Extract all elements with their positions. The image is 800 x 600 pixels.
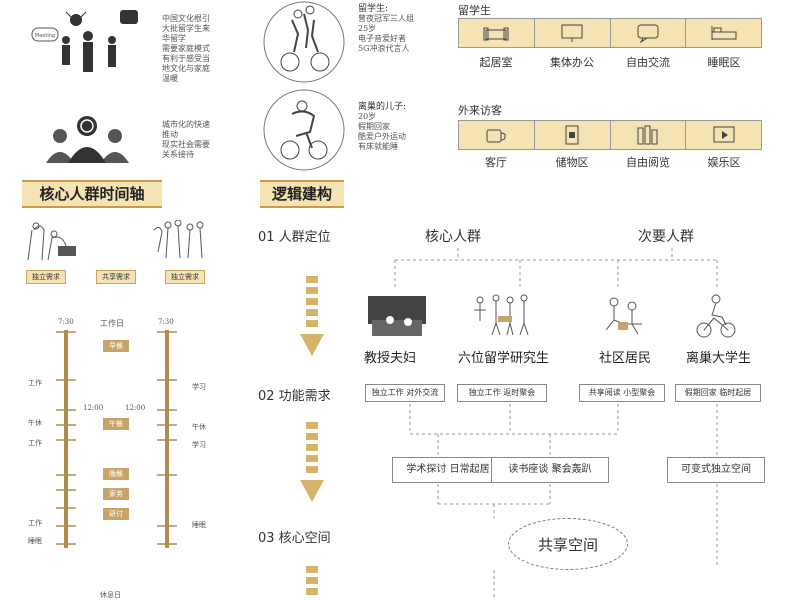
timeline-start-left: 7:30: [58, 318, 74, 326]
room-label: 客厅: [485, 156, 507, 169]
room-label: 自由阅览: [626, 156, 670, 169]
room-label: 集体办公: [550, 56, 594, 69]
timeline-restday: 休息日: [100, 591, 121, 599]
timeline-right-label: 学习: [192, 383, 206, 391]
need-tag: 独立需求: [165, 270, 205, 284]
storage-icon: [535, 121, 611, 149]
svg-text:Meeting: Meeting: [35, 33, 55, 39]
timeline-left-label: 午休: [28, 419, 42, 427]
coffee-cup-icon: [459, 121, 535, 149]
timeline-left-label: 睡眠: [28, 537, 42, 545]
professor-couple-sketch: [27, 222, 76, 261]
room-label: 自由交流: [626, 56, 670, 69]
space-box: 学术探讨 日常起居: [392, 457, 504, 483]
books-icon: [611, 121, 687, 149]
room-strip-students: [458, 18, 762, 48]
timeline-pill-lunch: 午餐: [103, 418, 129, 430]
timeline-noon-left: 12:00: [83, 404, 104, 412]
room-strip-visitors: [458, 120, 762, 150]
group-meeting-icon: [46, 116, 129, 163]
timeline-pill-breakfast: 早餐: [103, 340, 129, 352]
student-cycling-icon: [263, 1, 345, 83]
step-function-needs: 02 功能需求: [258, 389, 331, 404]
timeline-bar-right: [165, 330, 169, 548]
step-core-space: 03 核心空间: [258, 531, 331, 546]
person-label: 离巢大学生: [686, 351, 752, 366]
monitor-icon: [535, 19, 611, 47]
room-label: 睡眠区: [707, 56, 741, 69]
timeline-pill-dinner: 晚餐: [103, 468, 129, 480]
secondary-group-label: 次要人群: [638, 229, 694, 245]
timeline-right-label: 午休: [192, 423, 206, 431]
strip1-labels: 起居室 集体办公 自由交流 睡眠区: [458, 54, 762, 70]
college-student-illustration: [696, 294, 736, 338]
community-resident-illustration: [605, 297, 642, 335]
video-player-icon: [686, 121, 761, 149]
space-box: 可变式独立空间: [667, 457, 765, 483]
people-speech-icon: Meeting: [31, 10, 138, 72]
timeline-right-label: 学习: [192, 441, 206, 449]
need-box: 假期回家 临时起居: [675, 384, 761, 402]
room-label: 储物区: [555, 156, 589, 169]
need-box: 共享阅读 小型聚会: [579, 384, 665, 402]
shared-space-ellipse: 共享空间: [508, 518, 628, 570]
flow-arrow-down: [300, 276, 324, 356]
chat-bubble-icon: [611, 19, 687, 47]
need-box: 独立工作 对外交流: [365, 384, 445, 402]
timeline-ticks: [56, 331, 177, 545]
room-label: 起居室: [479, 56, 513, 69]
timeline-pill-chores: 家务: [103, 488, 129, 500]
core-timeline-title: 核心人群时间轴: [22, 180, 162, 208]
strip2-title: 外来访客: [458, 104, 502, 117]
space-box: 读书座谈 聚会轰趴: [491, 457, 609, 483]
son-cycling-icon: [263, 89, 345, 171]
strip1-title: 留学生: [458, 4, 491, 17]
person-label: 社区居民: [599, 351, 652, 366]
shared-space-label: 共享空间: [537, 535, 598, 554]
strip2-labels: 客厅 储物区 自由阅览 娱乐区: [458, 154, 762, 170]
logic-title: 逻辑建构: [260, 180, 344, 208]
core-group-label: 核心人群: [425, 229, 481, 245]
need-tag: 独立需求: [26, 270, 66, 284]
timeline-left-label: 工作: [28, 519, 42, 527]
timeline-start-right: 7:30: [158, 318, 174, 326]
timeline-left-label: 工作: [28, 379, 42, 387]
step-crowd-positioning: 01 人群定位: [258, 230, 331, 245]
bed-icon: [686, 19, 761, 47]
timeline-bar-left: [64, 330, 68, 548]
timeline-workday: 工作日: [100, 319, 124, 328]
flow-arrow-down: [300, 422, 324, 502]
sofa-icon: [459, 19, 535, 47]
person-label: 六位留学研究生: [458, 351, 550, 366]
need-tag: 共享需求: [96, 270, 136, 284]
timeline-noon-right: 12:00: [125, 404, 146, 412]
student-group-sketch: [153, 220, 204, 259]
left-note-2: 城市化的快速推动现实社会需要关系接待: [162, 120, 210, 159]
flow-arrow-down: [306, 566, 318, 595]
timeline-pill-seminar: 研讨: [103, 508, 129, 520]
person-label: 教授夫妇: [364, 351, 417, 366]
timeline-left-label: 工作: [28, 439, 42, 447]
professor-couple-illustration: [368, 296, 426, 336]
student-group-illustration: [474, 294, 529, 336]
connector-lines: [394, 248, 718, 600]
room-label: 娱乐区: [707, 156, 741, 169]
persona-son: 离巢的儿子: 20岁假期回家酷爱户外运动有床就能睡: [358, 102, 407, 151]
timeline-right-label: 睡眠: [192, 521, 206, 529]
need-box: 独立工作 返时聚会: [457, 384, 547, 402]
left-note-1: 中国文化根引大批留学生来华留学需要家庭模式有利于感受当地文化与家庭温暖: [162, 14, 210, 83]
